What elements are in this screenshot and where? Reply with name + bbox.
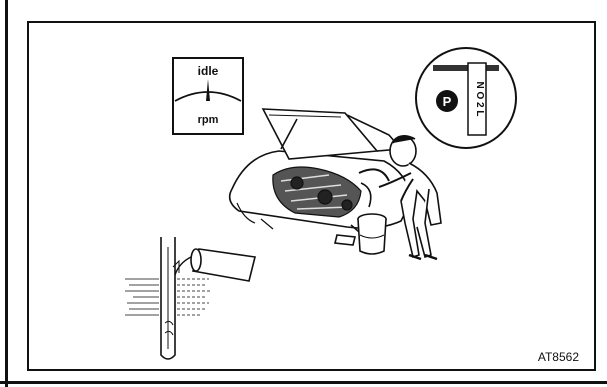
gauge-needle bbox=[206, 79, 210, 101]
tachometer-rpm-label: rpm bbox=[198, 114, 219, 126]
figure-code-label: AT8562 bbox=[538, 350, 579, 364]
tachometer-idle-label: idle bbox=[198, 64, 219, 78]
gear-sequence-text: N O 2 L bbox=[474, 81, 485, 116]
figure-frame: idle rpm P N O 2 L bbox=[27, 21, 596, 371]
bottom-margin-rule bbox=[0, 381, 607, 384]
mechanic-figure bbox=[378, 135, 442, 261]
left-margin-rule bbox=[5, 0, 8, 387]
fluid-level-hatching bbox=[125, 278, 211, 316]
fill-tube-dipstick bbox=[160, 237, 180, 360]
park-badge bbox=[436, 90, 458, 112]
drain-bucket bbox=[334, 213, 387, 255]
shift-indicator-inset: P N O 2 L bbox=[415, 47, 517, 149]
tachometer-gauge: idle rpm bbox=[172, 57, 244, 135]
illustration: idle rpm P N O 2 L bbox=[125, 47, 579, 364]
park-letter: P bbox=[443, 94, 452, 109]
fluid-can bbox=[174, 248, 256, 282]
engine-compartment bbox=[272, 166, 390, 218]
